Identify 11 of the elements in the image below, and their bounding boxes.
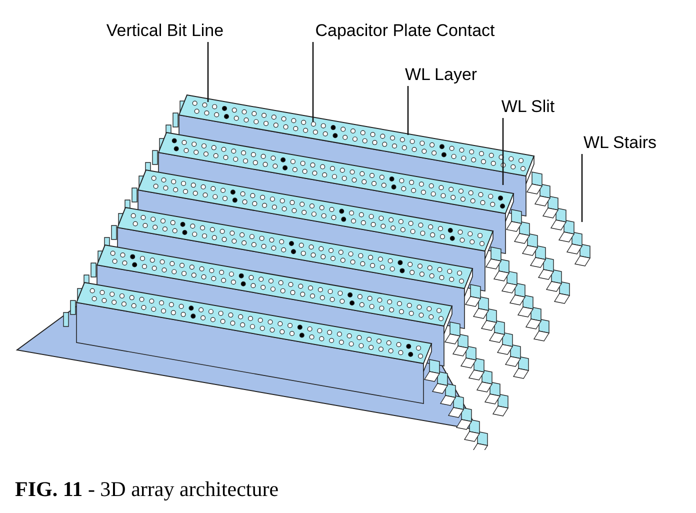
leader-line — [502, 118, 504, 185]
part-label: Vertical Bit Line — [106, 22, 224, 38]
part-label: WL Slit — [501, 98, 555, 114]
leader-line — [581, 154, 583, 222]
leader-line — [407, 86, 409, 135]
figure-caption: FIG. 11 - 3D array architecture — [15, 476, 279, 503]
leader-line — [207, 42, 209, 102]
part-label: WL Layer — [404, 66, 478, 82]
part-label: WL Stairs — [583, 134, 657, 150]
leader-line — [312, 42, 314, 122]
part-label: Capacitor Plate Contact — [315, 22, 495, 38]
